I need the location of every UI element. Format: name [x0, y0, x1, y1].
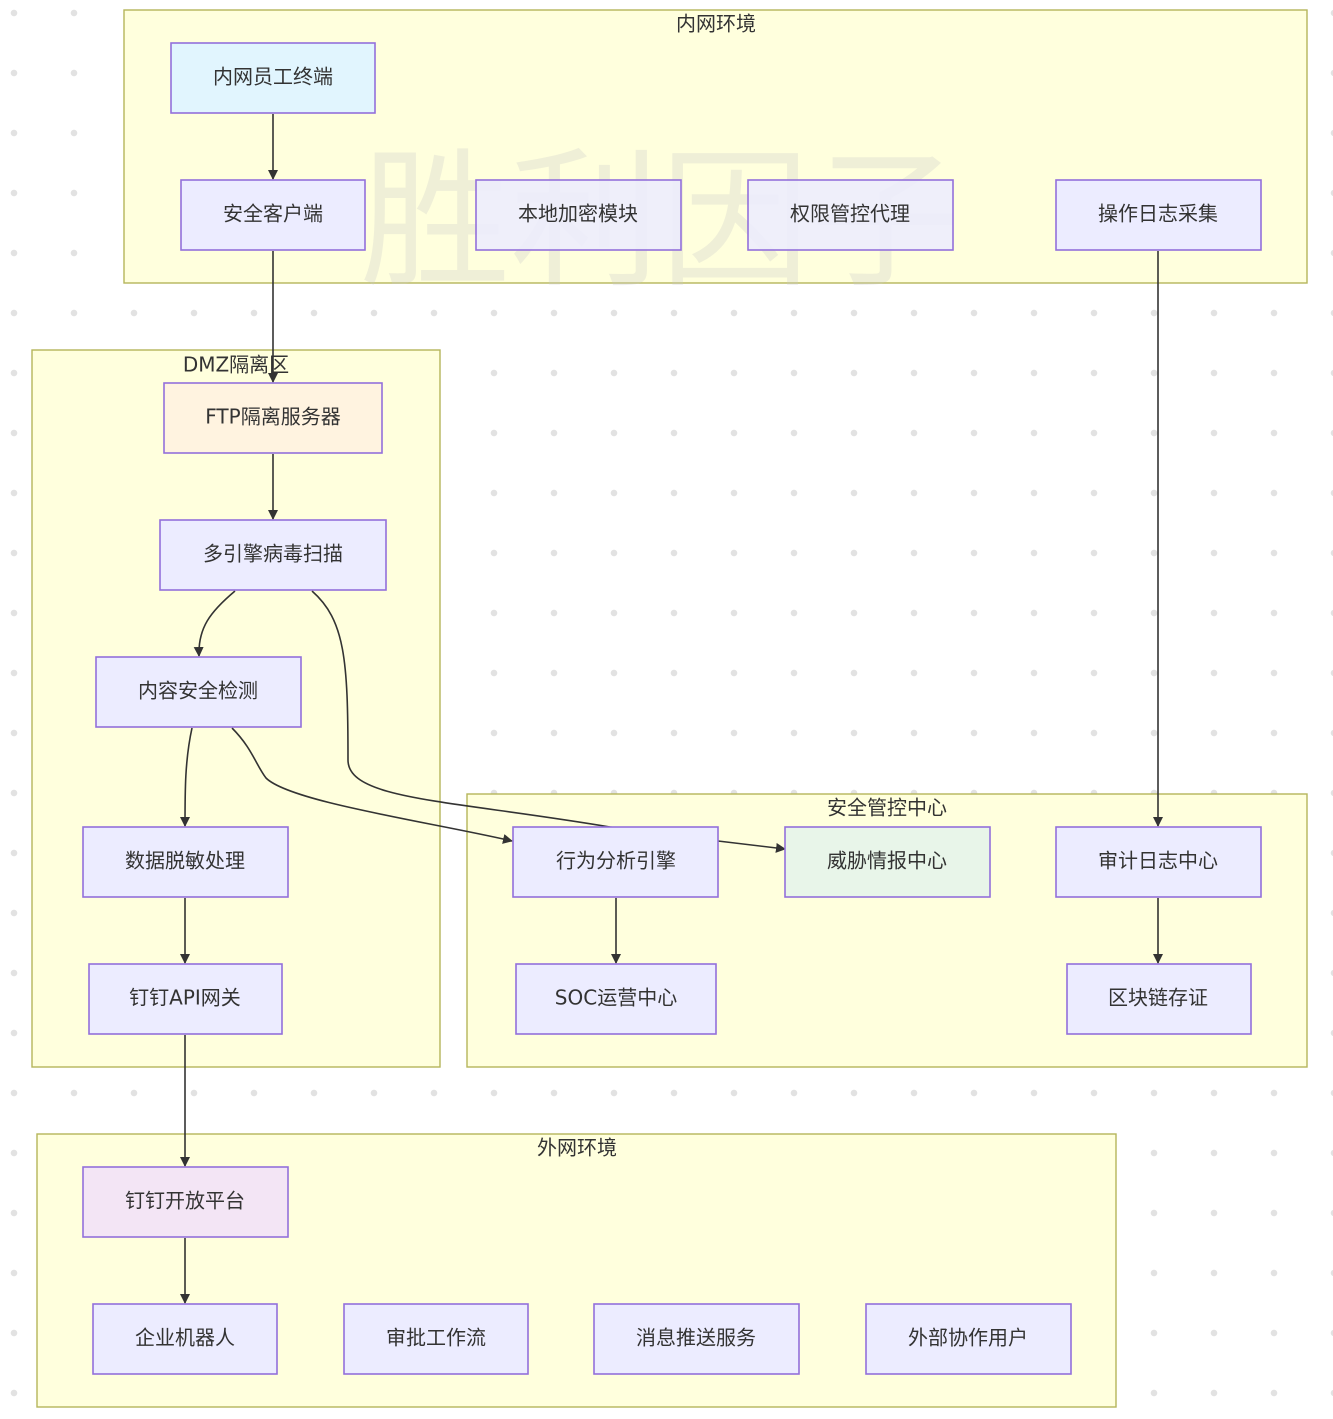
cluster-extranet-label: 外网环境: [537, 1136, 617, 1160]
node-content-check[interactable]: 内容安全检测: [95, 656, 302, 728]
node-threat-intel-label: 威胁情报中心: [827, 849, 947, 873]
node-behavior-engine-label: 行为分析引擎: [556, 849, 676, 873]
node-ftp-server-label: FTP隔离服务器: [205, 405, 340, 429]
node-open-platform[interactable]: 钉钉开放平台: [82, 1166, 289, 1238]
node-open-platform-label: 钉钉开放平台: [125, 1189, 245, 1213]
node-virus-scan[interactable]: 多引擎病毒扫描: [159, 519, 387, 591]
node-content-check-label: 内容安全检测: [138, 679, 258, 703]
cluster-intranet-label: 内网环境: [676, 12, 756, 36]
node-api-gateway[interactable]: 钉钉API网关: [88, 963, 283, 1035]
node-threat-intel[interactable]: 威胁情报中心: [784, 826, 991, 898]
node-approval-flow[interactable]: 审批工作流: [343, 1303, 529, 1375]
node-security-client[interactable]: 安全客户端: [180, 179, 366, 251]
node-soc-ops-label: SOC运营中心: [555, 986, 677, 1010]
edges: [180, 114, 1163, 1304]
node-audit-center-label: 审计日志中心: [1098, 849, 1218, 873]
node-data-masking[interactable]: 数据脱敏处理: [82, 826, 289, 898]
node-permission-proxy[interactable]: 权限管控代理: [747, 179, 954, 251]
node-operation-log-label: 操作日志采集: [1098, 202, 1218, 226]
node-soc-ops[interactable]: SOC运营中心: [515, 963, 717, 1035]
node-local-encryption-label: 本地加密模块: [518, 202, 638, 226]
cluster-dmz-label: DMZ隔离区: [183, 353, 289, 377]
node-message-push-label: 消息推送服务: [636, 1326, 756, 1350]
node-permission-proxy-label: 权限管控代理: [790, 202, 910, 226]
node-enterprise-bot-label: 企业机器人: [135, 1326, 235, 1350]
node-employee-terminal-label: 内网员工终端: [213, 65, 333, 89]
node-ftp-server[interactable]: FTP隔离服务器: [163, 382, 383, 454]
node-enterprise-bot[interactable]: 企业机器人: [92, 1303, 278, 1375]
node-behavior-engine[interactable]: 行为分析引擎: [512, 826, 719, 898]
node-operation-log[interactable]: 操作日志采集: [1055, 179, 1262, 251]
node-external-user[interactable]: 外部协作用户: [865, 1303, 1072, 1375]
node-virus-scan-label: 多引擎病毒扫描: [203, 542, 343, 566]
edge-content-to-masking: [180, 727, 193, 827]
node-approval-flow-label: 审批工作流: [386, 1326, 486, 1350]
node-local-encryption[interactable]: 本地加密模块: [475, 179, 682, 251]
node-message-push[interactable]: 消息推送服务: [593, 1303, 800, 1375]
node-audit-center[interactable]: 审计日志中心: [1055, 826, 1262, 898]
edge-content-to-behavior: [231, 727, 513, 844]
node-api-gateway-label: 钉钉API网关: [129, 986, 241, 1010]
node-security-client-label: 安全客户端: [223, 202, 323, 226]
node-blockchain[interactable]: 区块链存证: [1066, 963, 1252, 1035]
node-employee-terminal[interactable]: 内网员工终端: [170, 42, 376, 114]
node-blockchain-label: 区块链存证: [1108, 986, 1208, 1010]
cluster-soc-label: 安全管控中心: [827, 796, 947, 820]
edge-scan-to-content: [193, 590, 236, 657]
edge-scan-to-threat: [311, 590, 786, 853]
node-external-user-label: 外部协作用户: [908, 1326, 1028, 1350]
node-data-masking-label: 数据脱敏处理: [125, 849, 245, 873]
